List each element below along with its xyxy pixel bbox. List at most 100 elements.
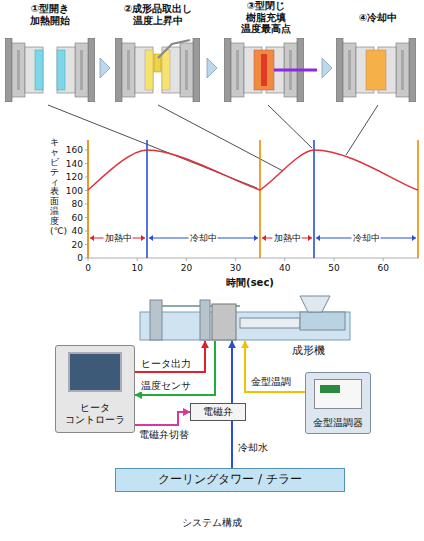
edge-label: 温度センサ [140, 380, 192, 392]
tick [383, 258, 384, 261]
heater-controller: ヒータ コントローラ [55, 345, 135, 433]
chart-axes-part [88, 258, 419, 259]
phase-line-part [313, 140, 315, 258]
mold-closed-filling-part [261, 54, 267, 86]
mold-eject-part [162, 50, 170, 90]
axis-tick: 40 [279, 262, 290, 274]
axis-tick: 20 [181, 262, 192, 274]
step-label: ①型開き 加熱開始 [24, 3, 76, 26]
tick [88, 258, 89, 261]
temperature-curve [88, 150, 418, 190]
mold-closed-filling-part [274, 69, 317, 72]
step-arrow [100, 58, 332, 78]
phase-label: 冷却中 [352, 232, 381, 244]
node-text: 金型温調器 [309, 417, 367, 429]
phase-line-part [87, 140, 89, 258]
axis-tick: 140 [66, 158, 83, 170]
mold-temp-controller: 金型温調器 [305, 372, 371, 434]
leader-line [48, 105, 378, 188]
axis-tick: 0 [77, 252, 83, 264]
mold-open-heating-part [57, 38, 95, 102]
connector [135, 341, 205, 372]
chart-axes [85, 140, 419, 261]
step-label: ③型閉じ 樹脂充填 温度最高点 [233, 0, 299, 35]
axis-tick: 80 [72, 198, 83, 210]
connector [231, 421, 233, 468]
molding-machine-part [300, 296, 330, 312]
chart-axes-part [88, 140, 89, 258]
axis-tick: 120 [66, 171, 83, 183]
mold-closed-filling [224, 38, 317, 102]
axis-tick: 160 [66, 144, 83, 156]
phase-line-part [146, 140, 148, 258]
axis-tick: 60 [72, 212, 83, 224]
phase-label: 加熱中 [104, 232, 133, 244]
tick [137, 258, 138, 261]
molding-machine [140, 296, 350, 340]
leader-line-part [268, 105, 312, 148]
mold-eject-part [145, 50, 153, 90]
molding-machine-part [240, 318, 300, 328]
phase-label: 冷却中 [189, 232, 218, 244]
caption: システム構成 [182, 516, 242, 530]
node-text: 成形機 [292, 343, 325, 358]
mold-closed-filling-part [254, 50, 274, 90]
axis-tick: 10 [131, 262, 142, 274]
mold-eject [115, 38, 200, 102]
mold-open-heating-part [5, 38, 43, 102]
tick [235, 258, 236, 261]
leader-line-part [346, 105, 378, 155]
chart-axes-part [85, 150, 383, 261]
molding-machine-part [200, 300, 210, 340]
mold-eject-part [158, 40, 190, 58]
step-arrow-part [100, 58, 110, 78]
mold-open-heating-part [57, 50, 65, 90]
axis-tick: 40 [72, 225, 83, 237]
phase-label: 加熱中 [273, 232, 302, 244]
step-label: ②成形品取出し 温度上昇中 [118, 3, 198, 26]
axis-tick: 50 [328, 262, 339, 274]
mold-closed-cooling-part [366, 50, 386, 90]
phase-line-part [259, 140, 261, 258]
connector [135, 341, 215, 395]
axis-tick: 60 [377, 262, 388, 274]
node-text: ヒータ コントローラ [59, 402, 131, 426]
leader-line-part [158, 105, 283, 171]
molding-machine-part [140, 312, 350, 340]
axis-tick: 30 [230, 262, 241, 274]
display [320, 385, 340, 393]
mold-eject-part [115, 38, 153, 102]
axis-tick: 100 [66, 185, 83, 197]
axis-title: 時間(sec) [226, 276, 274, 290]
molding-machine-part [300, 312, 345, 330]
mold-open-heating [5, 38, 95, 102]
step-label: ④冷却中 [351, 12, 405, 24]
step-arrow-part [207, 58, 217, 78]
cooling-tower: クーリングタワー / チラー [115, 468, 345, 492]
edge-label: ヒータ出力 [140, 358, 192, 370]
controller-screen [68, 352, 122, 392]
molding-machine-part [212, 304, 236, 340]
molding-machine-part [150, 300, 162, 340]
axis-tick: 20 [72, 239, 83, 251]
connector [231, 341, 233, 403]
step-arrow-part [322, 58, 332, 78]
phase-line [88, 140, 418, 258]
controller-panel [314, 379, 362, 409]
node-text: クーリングタワー / チラー [119, 472, 341, 488]
axis-title: キャビティ表面温度(℃) [50, 138, 59, 237]
mold-open-heating-part [35, 50, 43, 90]
edge-label: 冷却水 [237, 442, 269, 454]
node-text: 電磁弁 [194, 406, 242, 418]
tick [284, 258, 285, 261]
connector [135, 412, 190, 425]
edge-label: 金型温調 [250, 376, 292, 388]
edge-label: 電磁弁切替 [138, 429, 190, 441]
tick [186, 258, 187, 261]
mold-closed-cooling [336, 38, 416, 102]
solenoid-valve: 電磁弁 [190, 403, 246, 421]
phase-line-part [417, 140, 419, 258]
